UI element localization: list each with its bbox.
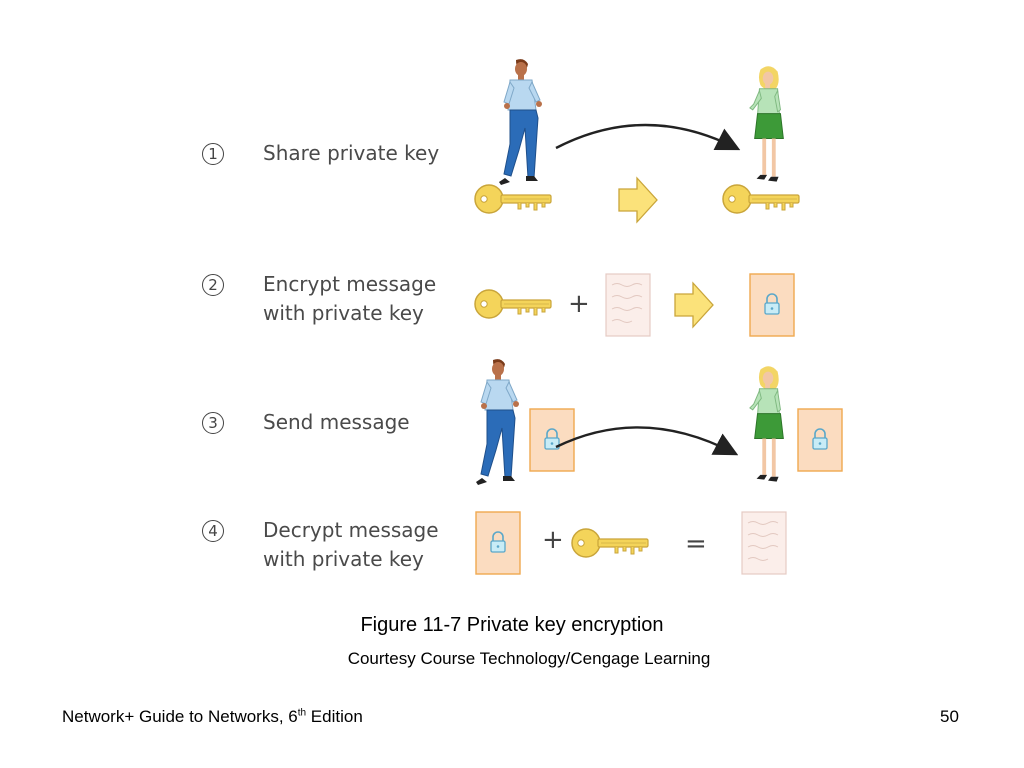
figure-credit: Courtesy Course Technology/Cengage Learn…: [347, 649, 711, 668]
footer-title: Network+ Guide to Networks, 6th Edition: [62, 707, 363, 727]
step-number-1: 1: [202, 143, 224, 165]
step-label-line: Decrypt message: [263, 518, 439, 542]
woman-figure-step1: [747, 63, 791, 193]
man-figure-step1: [497, 58, 549, 188]
key-icon: [722, 178, 802, 220]
key-icon: [474, 178, 554, 220]
step-label-line: with private key: [263, 301, 424, 325]
step-label-4: Decrypt message with private key: [263, 516, 439, 574]
step-label-3: Send message: [263, 408, 410, 437]
step-number-4: 4: [202, 520, 224, 542]
step-label-1: Share private key: [263, 139, 439, 168]
key-icon: [571, 522, 651, 564]
step-number-3: 3: [202, 412, 224, 434]
woman-figure-step3: [747, 363, 791, 493]
plus-operator: +: [542, 525, 564, 555]
key-icon: [474, 283, 554, 325]
figure-caption: Figure 11-7 Private key encryption: [360, 614, 664, 636]
arrow-right-icon: [673, 281, 715, 329]
equals-operator: =: [685, 529, 707, 559]
man-figure-step3: [474, 358, 526, 488]
step-label-line: with private key: [263, 547, 424, 571]
page-number: 50: [940, 707, 959, 726]
document-icon: [741, 511, 787, 575]
document-icon: [605, 273, 651, 337]
locked-document-icon: [475, 511, 521, 575]
step-label-line: Encrypt message: [263, 272, 437, 296]
locked-document-icon: [749, 273, 795, 337]
step-label-line: Share private key: [263, 141, 440, 165]
step-label-2: Encrypt message with private key: [263, 270, 436, 328]
curved-arrow-icon: [555, 426, 739, 456]
arrow-right-icon: [617, 176, 659, 224]
footer-title-sup: th: [297, 707, 307, 719]
footer-title-suffix: Edition: [306, 707, 363, 726]
plus-operator: +: [568, 289, 590, 319]
step-label-line: Send message: [263, 410, 410, 434]
curved-arrow-icon: [555, 123, 741, 151]
step-number-2: 2: [202, 274, 224, 296]
footer-title-prefix: Network+ Guide to Networks, 6: [62, 707, 298, 726]
locked-document-icon: [797, 408, 843, 472]
